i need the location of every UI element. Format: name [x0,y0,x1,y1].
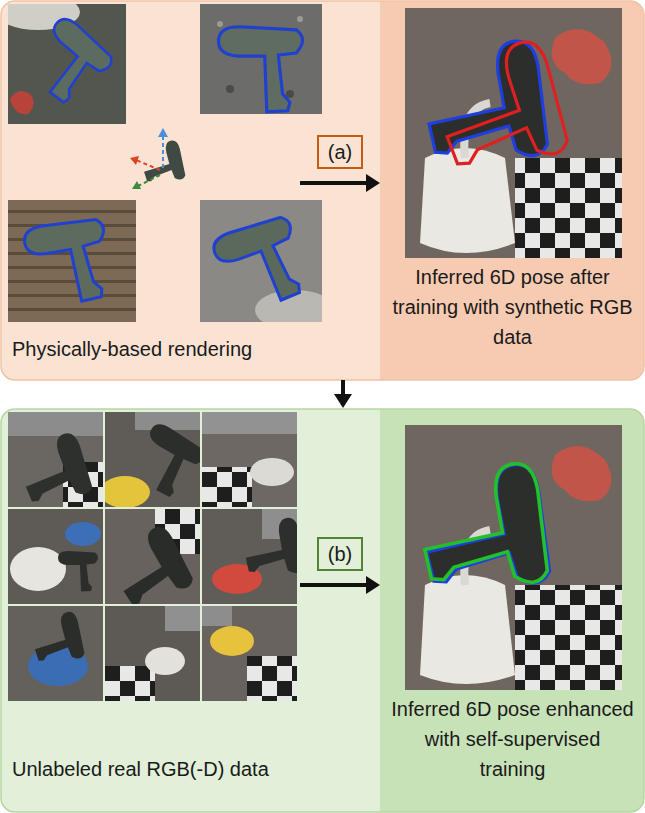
render-tile [8,200,136,322]
caption-text: Inferred 6D pose enhanced with self-supe… [390,694,635,784]
caption-text: Inferred 6D pose after training with syn… [390,262,635,352]
pose-axes-icon [130,128,188,189]
real-data-tiles [8,412,306,701]
render-tile [0,0,126,124]
result-image [405,425,622,690]
arrow-head [366,576,380,594]
step-label: (a) [317,135,363,169]
flow-arrow [300,174,380,192]
render-tile [200,4,322,114]
result-panel: Inferred 6D pose enhanced with self-supe… [380,408,645,813]
top-panel [1,1,644,380]
arrow-head [334,394,352,408]
flow-arrow [334,380,352,408]
source-panel: Unlabeled real RGB(-D) data [0,408,300,813]
render-tile [200,200,335,330]
flow-arrow [300,576,380,594]
caption-text: Physically-based rendering [12,334,296,364]
bottom-panel [1,409,644,812]
result-panel: Inferred 6D pose after training with syn… [380,0,645,380]
arrow-shaft [300,181,368,185]
arrow-shaft [341,380,345,396]
caption-text: Unlabeled real RGB(-D) data [12,754,296,784]
source-panel: Physically-based rendering [0,0,300,380]
step-label: (b) [317,537,363,571]
arrow-head [366,174,380,192]
result-image [405,8,622,258]
arrow-shaft [300,583,368,587]
